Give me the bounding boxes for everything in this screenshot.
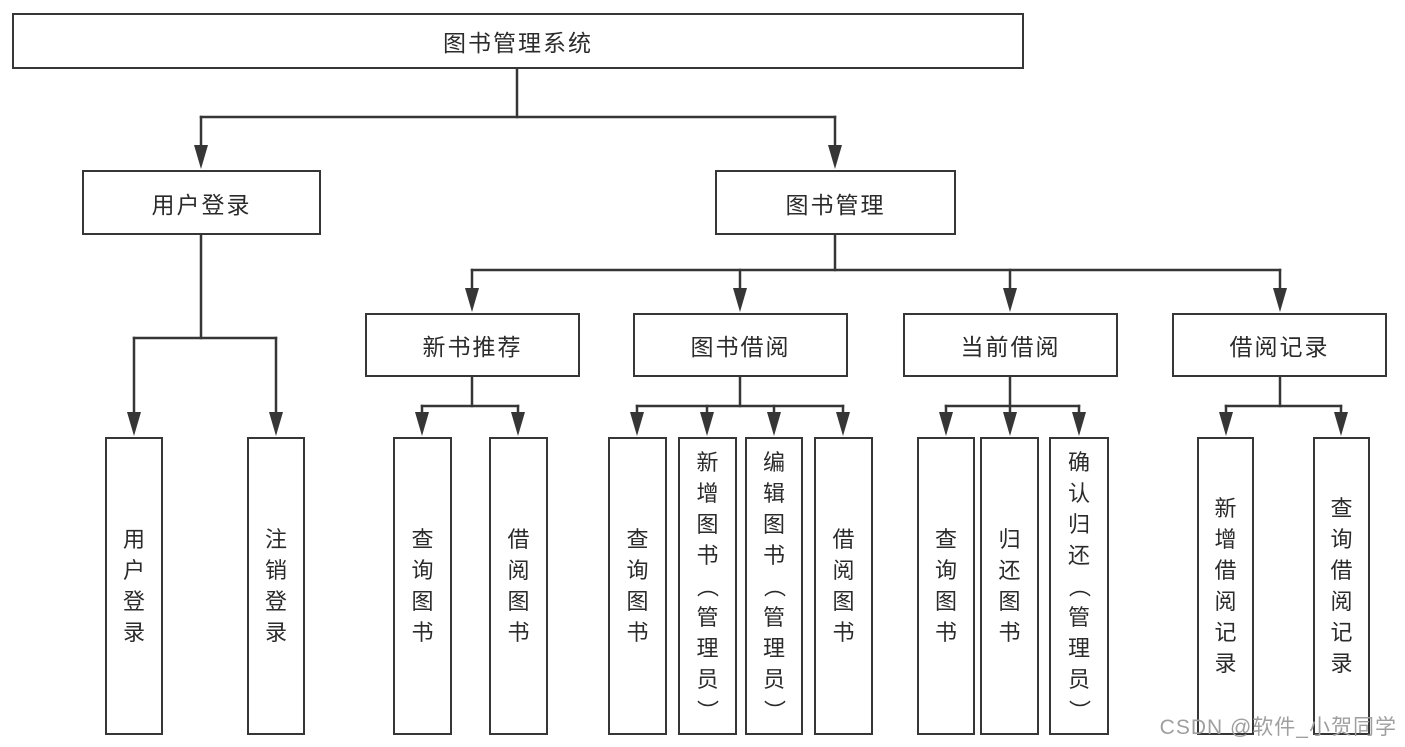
node-library-system: 图书管理系统 [12, 13, 1024, 69]
leaf-borrow-edit-books-admin: 编辑图书（管理员） [745, 437, 803, 735]
leaf-current-confirm-return-admin: 确认归还（管理员） [1049, 437, 1109, 735]
node-book-borrow: 图书借阅 [633, 313, 848, 377]
leaf-records-add-record: 新增借阅记录 [1197, 437, 1254, 735]
leaf-records-query-record: 查询借阅记录 [1313, 437, 1370, 735]
leaf-newrec-query-books: 查询图书 [393, 437, 452, 735]
node-user-login: 用户登录 [82, 170, 321, 235]
node-borrow-records: 借阅记录 [1172, 313, 1387, 377]
leaf-borrow-borrow-books: 借阅图书 [814, 437, 873, 735]
watermark: CSDN @软件_小贺同学 [1159, 716, 1397, 739]
leaf-logout: 注销登录 [247, 437, 305, 735]
node-book-management: 图书管理 [715, 170, 956, 235]
leaf-newrec-borrow-books: 借阅图书 [489, 437, 548, 735]
node-current-borrow: 当前借阅 [903, 313, 1118, 377]
leaf-user-login: 用户登录 [105, 437, 163, 735]
leaf-borrow-add-books-admin: 新增图书（管理员） [678, 437, 737, 735]
leaf-current-query-books: 查询图书 [917, 437, 975, 735]
leaf-borrow-query-books: 查询图书 [608, 437, 667, 735]
node-new-book-recommend: 新书推荐 [365, 313, 580, 377]
leaf-current-return-books: 归还图书 [980, 437, 1039, 735]
